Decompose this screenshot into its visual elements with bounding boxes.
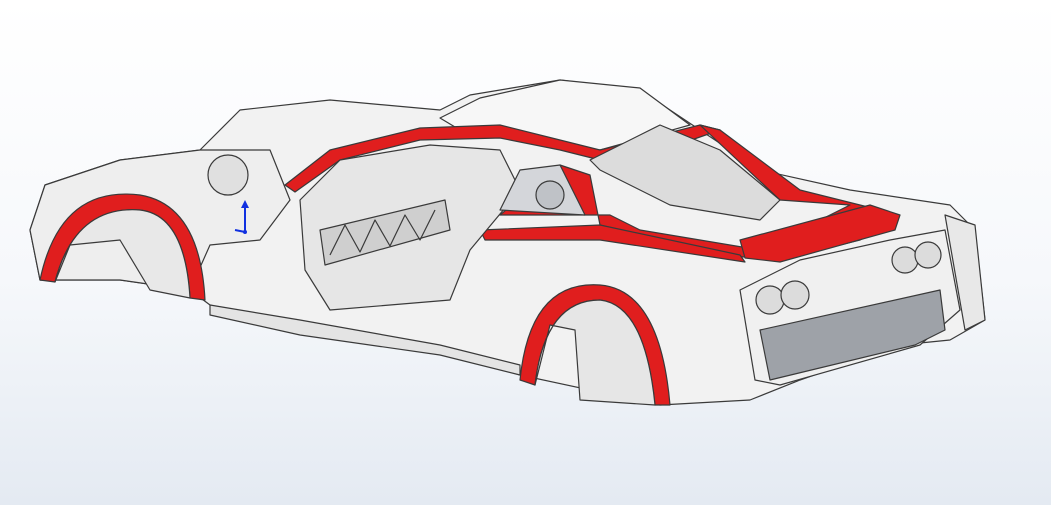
rear-window (589, 124, 781, 221)
rear-wheel-well (534, 299, 656, 406)
tail-lights (755, 241, 942, 315)
tail-light-left-outer (755, 285, 785, 315)
triad-origin (243, 230, 247, 234)
truss-lattice (329, 209, 436, 256)
rear-pillar-accent (499, 124, 896, 261)
front-strut-tower (207, 154, 249, 196)
triad-y-arrow-icon (241, 200, 249, 208)
tail-light-right-outer (914, 241, 942, 269)
side-accent-stripe (479, 224, 746, 263)
coordinate-triad (234, 200, 249, 234)
front-wheel-well (54, 209, 191, 299)
side-skirt (209, 304, 521, 376)
tail-light-left-inner (780, 280, 810, 310)
tail-light-right-inner (891, 246, 919, 274)
fuel-filler-opening (535, 180, 565, 210)
rear-bumper-vent (944, 214, 986, 331)
rear-diffuser-mesh (759, 289, 946, 381)
roll-cage-truss (319, 199, 451, 266)
rear-deck-spoiler (739, 204, 901, 263)
